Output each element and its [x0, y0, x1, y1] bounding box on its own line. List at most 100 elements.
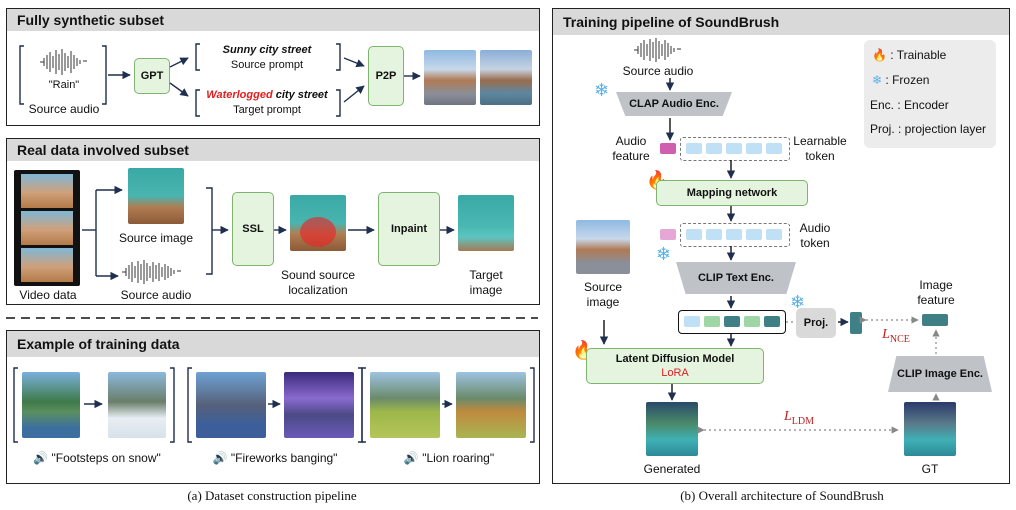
embed-token-5	[764, 316, 780, 327]
image-feature-bar	[922, 314, 948, 326]
audio-token-3	[726, 229, 742, 240]
l-nce-main: L	[882, 327, 890, 342]
film-strip	[14, 170, 80, 286]
audio-feature-l1: Audio	[615, 134, 647, 148]
real-subset-panel: Real data involved subset	[6, 138, 540, 305]
real-header: Real data involved subset	[7, 139, 539, 161]
snowflake-icon: ❄	[790, 292, 806, 312]
source-prompt-label: Source prompt	[230, 59, 304, 71]
audio-token-5	[766, 229, 782, 240]
l-ldm-label: LLDM	[774, 410, 824, 429]
left-caption: (a) Dataset construction pipeline	[187, 488, 357, 503]
embed-token-2	[704, 316, 720, 327]
p2p-box: P2P	[368, 46, 404, 106]
example1-caption: 🔊 "Footsteps on snow"	[22, 451, 172, 465]
example3-after	[456, 372, 526, 438]
snowflake-icon: ❄	[872, 73, 883, 87]
learnable-token-4	[746, 143, 762, 154]
example1-before	[22, 372, 80, 438]
gt-image	[904, 402, 956, 456]
audio-feature-l2: feature	[612, 149, 650, 163]
source-image-l2: image	[586, 295, 620, 309]
source-image-l1: Source	[583, 280, 623, 294]
inpaint-box: Inpaint	[378, 192, 440, 266]
target-prompt-label: Target prompt	[233, 104, 301, 116]
audio-token-group	[680, 223, 790, 247]
right-caption: (b) Overall architecture of SoundBrush	[680, 488, 884, 503]
example1-after	[108, 372, 166, 438]
real-source-image-label: Source image	[118, 231, 194, 245]
examples-header: Example of training data	[7, 331, 539, 357]
example2-caption: 🔊 "Fireworks banging"	[200, 451, 350, 465]
audio-token-pink	[660, 229, 676, 240]
snowflake-icon: ❄	[594, 80, 610, 100]
ldm-label: Latent Diffusion Model	[615, 353, 735, 365]
synthetic-header: Fully synthetic subset	[7, 9, 539, 31]
speaker-icon: 🔊	[33, 451, 49, 465]
target-line1: Target	[469, 268, 503, 282]
learnable-l1: Learnable	[793, 134, 847, 148]
ldm-box: Latent Diffusion Model LoRA	[586, 348, 764, 384]
example2-before	[196, 372, 266, 438]
source-image-street	[576, 220, 630, 274]
mapping-network-box: Mapping network	[656, 180, 808, 206]
gt-label: GT	[921, 462, 939, 476]
learnable-token-5	[766, 143, 782, 154]
l-ldm-sub: LDM	[791, 415, 815, 427]
example3-caption: 🔊 "Lion roaring"	[384, 451, 514, 465]
embed-token-3	[724, 316, 740, 327]
sound-source-line2: localization	[288, 283, 348, 297]
example2-text: "Fireworks banging"	[230, 451, 338, 465]
sunny-prompt: Sunny city street	[222, 44, 312, 56]
ssl-box: SSL	[232, 192, 274, 266]
sound-source-line1: Sound source	[280, 268, 356, 282]
learnable-token-3	[726, 143, 742, 154]
city-street-word: city street	[272, 89, 328, 101]
snowflake-icon: ❄	[656, 244, 672, 264]
l-nce-sub: NCE	[889, 333, 910, 345]
audio-token-2	[706, 229, 722, 240]
legend-frozen: ❄ : Frozen	[872, 73, 992, 87]
fire-icon: 🔥	[872, 48, 887, 62]
legend-box	[864, 40, 996, 148]
learnable-l2: token	[805, 149, 835, 163]
text-feature-bar	[850, 312, 862, 334]
source-image-tractor	[128, 168, 184, 224]
audio-token-4	[746, 229, 762, 240]
example3-text: "Lion roaring"	[422, 451, 495, 465]
waterlogged-word: Waterlogged	[206, 89, 273, 101]
legend-proj: Proj. : projection layer	[870, 122, 987, 136]
clap-encoder-box: CLAP Audio Enc.	[616, 92, 732, 116]
speaker-icon: 🔊	[212, 451, 228, 465]
embed-token-4	[744, 316, 760, 327]
learnable-token-1	[686, 143, 702, 154]
street-image-2	[480, 50, 532, 105]
localization-image	[290, 195, 346, 251]
audio-token-1	[686, 229, 702, 240]
learnable-token-group	[680, 137, 790, 161]
right-source-audio-label: Source audio	[622, 64, 694, 78]
video-data-label: Video data	[19, 288, 77, 302]
text-embedding-group	[678, 310, 786, 334]
clip-text-encoder-box: CLIP Text Enc.	[676, 262, 796, 294]
learnable-token-2	[706, 143, 722, 154]
proj-box: Proj.	[796, 308, 836, 338]
street-image-1	[424, 50, 476, 105]
legend-trainable: 🔥 : Trainable	[872, 48, 992, 62]
real-source-audio-label: Source audio	[120, 288, 192, 302]
speaker-icon: 🔊	[403, 451, 419, 465]
target-image-lake	[458, 195, 514, 251]
legend-frozen-text: : Frozen	[885, 73, 930, 87]
pipeline-header: Training pipeline of SoundBrush	[553, 9, 1009, 35]
audio-token-l2: token	[800, 236, 830, 250]
image-feature-l1: Image	[919, 278, 953, 292]
l-ldm-main: L	[783, 409, 792, 424]
example1-text: "Footsteps on snow"	[51, 451, 161, 465]
audio-feature-token	[660, 143, 676, 154]
example2-after	[284, 372, 354, 438]
